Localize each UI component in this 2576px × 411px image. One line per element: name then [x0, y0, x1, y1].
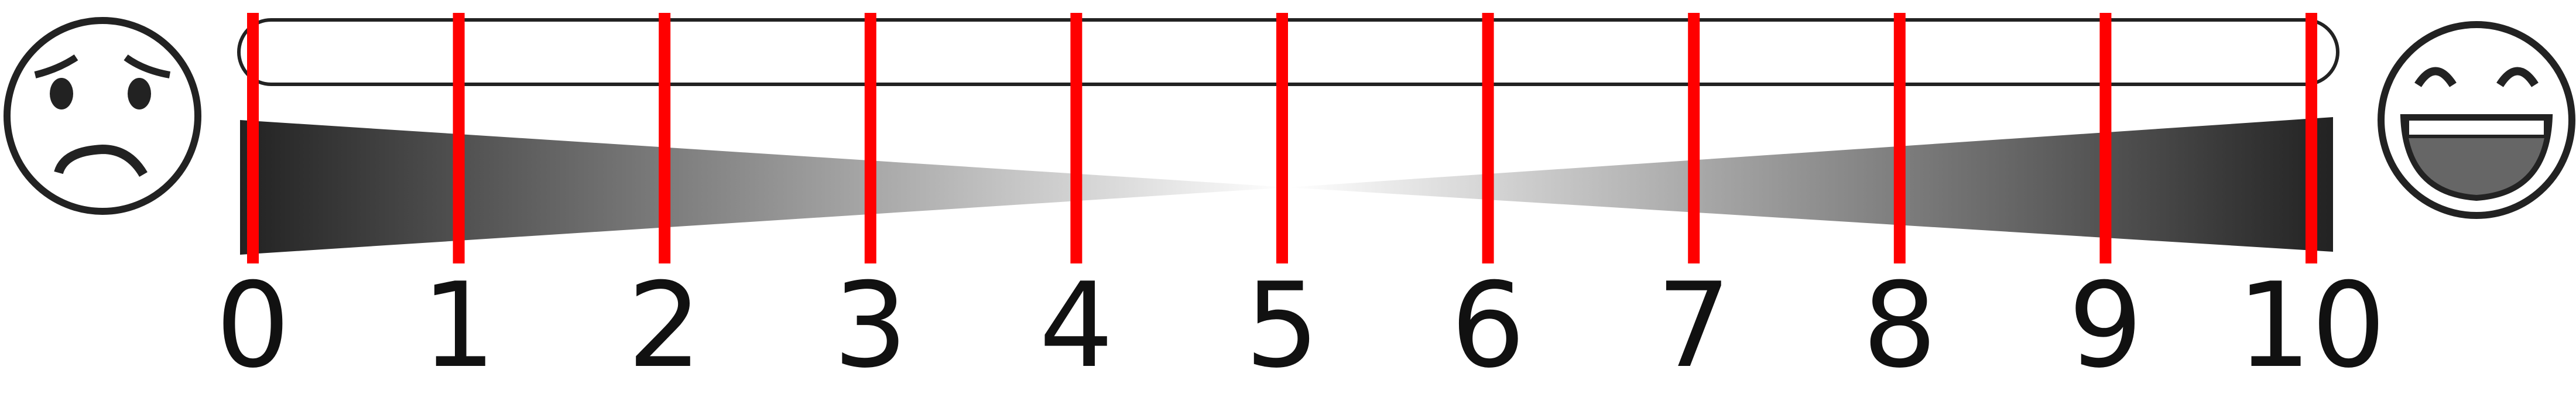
tick-label-5: 5 — [1245, 258, 1319, 394]
top-bar — [237, 18, 2339, 86]
tick-label-9: 9 — [2068, 258, 2143, 394]
tick-label-7: 7 — [1657, 258, 1731, 394]
laughing-face-icon — [2378, 21, 2575, 219]
tick-label-8: 8 — [1862, 258, 1937, 394]
tick-label-3: 3 — [833, 258, 907, 394]
tick-label-10: 10 — [2237, 258, 2386, 394]
left-wedge — [240, 120, 1288, 255]
right-wedge — [1288, 117, 2333, 252]
tick-label-2: 2 — [628, 258, 702, 394]
tick-group — [247, 13, 2317, 263]
tick-label-0: 0 — [215, 258, 290, 394]
tick-label-4: 4 — [1039, 258, 1114, 394]
tick-label-6: 6 — [1451, 258, 1525, 394]
tick-label-1: 1 — [422, 258, 496, 394]
sad-face-icon — [4, 17, 201, 215]
